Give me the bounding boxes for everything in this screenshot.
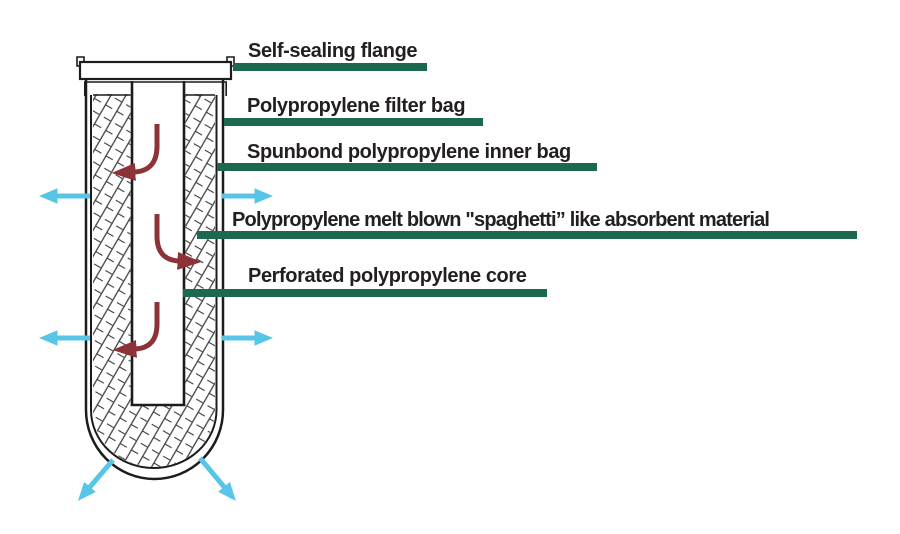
leader-line-inner-bag (217, 163, 597, 171)
leader-line-core (183, 289, 547, 297)
leader-line-filter-bag (224, 118, 483, 126)
outward-arrow-bottom-left (77, 458, 115, 501)
filter-bag-wall (84, 80, 225, 481)
label-self-sealing-flange: Self-sealing flange (248, 40, 418, 62)
label-spunbond-inner-bag: Spunbond polypropylene inner bag (247, 141, 571, 163)
internal-flow-arrow-bottom (112, 302, 160, 358)
outward-arrow-bottom-right (198, 456, 236, 502)
flange-body (78, 60, 233, 81)
leader-line-flange (233, 63, 427, 71)
label-perforated-core: Perforated polypropylene core (248, 265, 527, 287)
label-polypropylene-filter-bag: Polypropylene filter bag (247, 95, 466, 117)
leader-line-absorbent (197, 231, 857, 239)
label-melt-blown-absorbent: Polypropylene melt blown "spaghetti” lik… (232, 209, 770, 231)
internal-flow-arrow-top (111, 124, 160, 181)
inner-bag-wall (90, 95, 218, 469)
internal-flow-arrow-middle (154, 214, 202, 270)
